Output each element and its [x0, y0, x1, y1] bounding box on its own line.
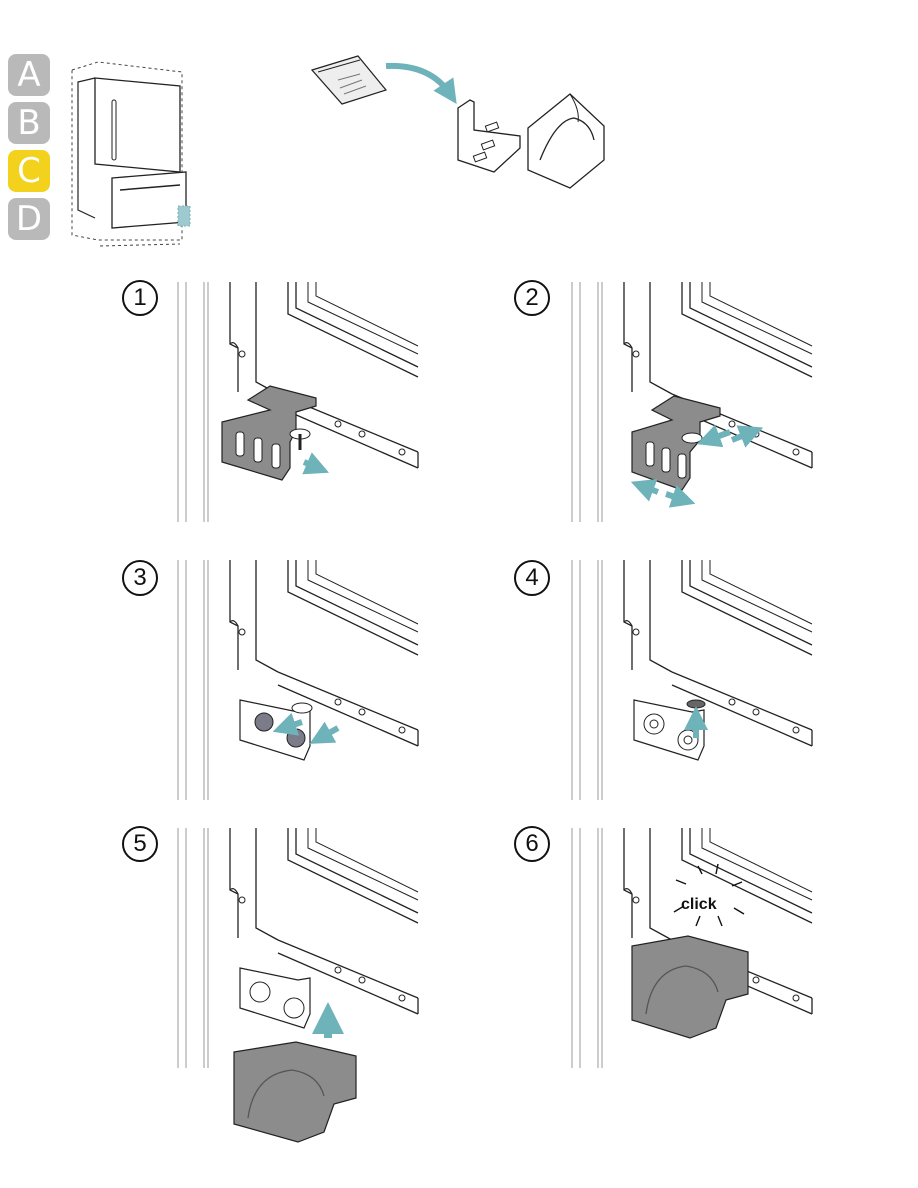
screw-bag-icon [312, 56, 386, 104]
step-6-illustration [572, 828, 812, 1068]
bracket-icon [458, 100, 520, 172]
fridge-overview-icon [72, 62, 190, 246]
cover-cap-icon [528, 94, 604, 188]
step-4-illustration [572, 560, 812, 800]
step-2-illustration [572, 282, 812, 522]
arrow-icon [386, 66, 450, 94]
step-5-illustration [178, 828, 418, 1142]
step-3-illustration [178, 560, 418, 800]
step-1-illustration [178, 282, 418, 522]
click-label: click [681, 896, 717, 914]
